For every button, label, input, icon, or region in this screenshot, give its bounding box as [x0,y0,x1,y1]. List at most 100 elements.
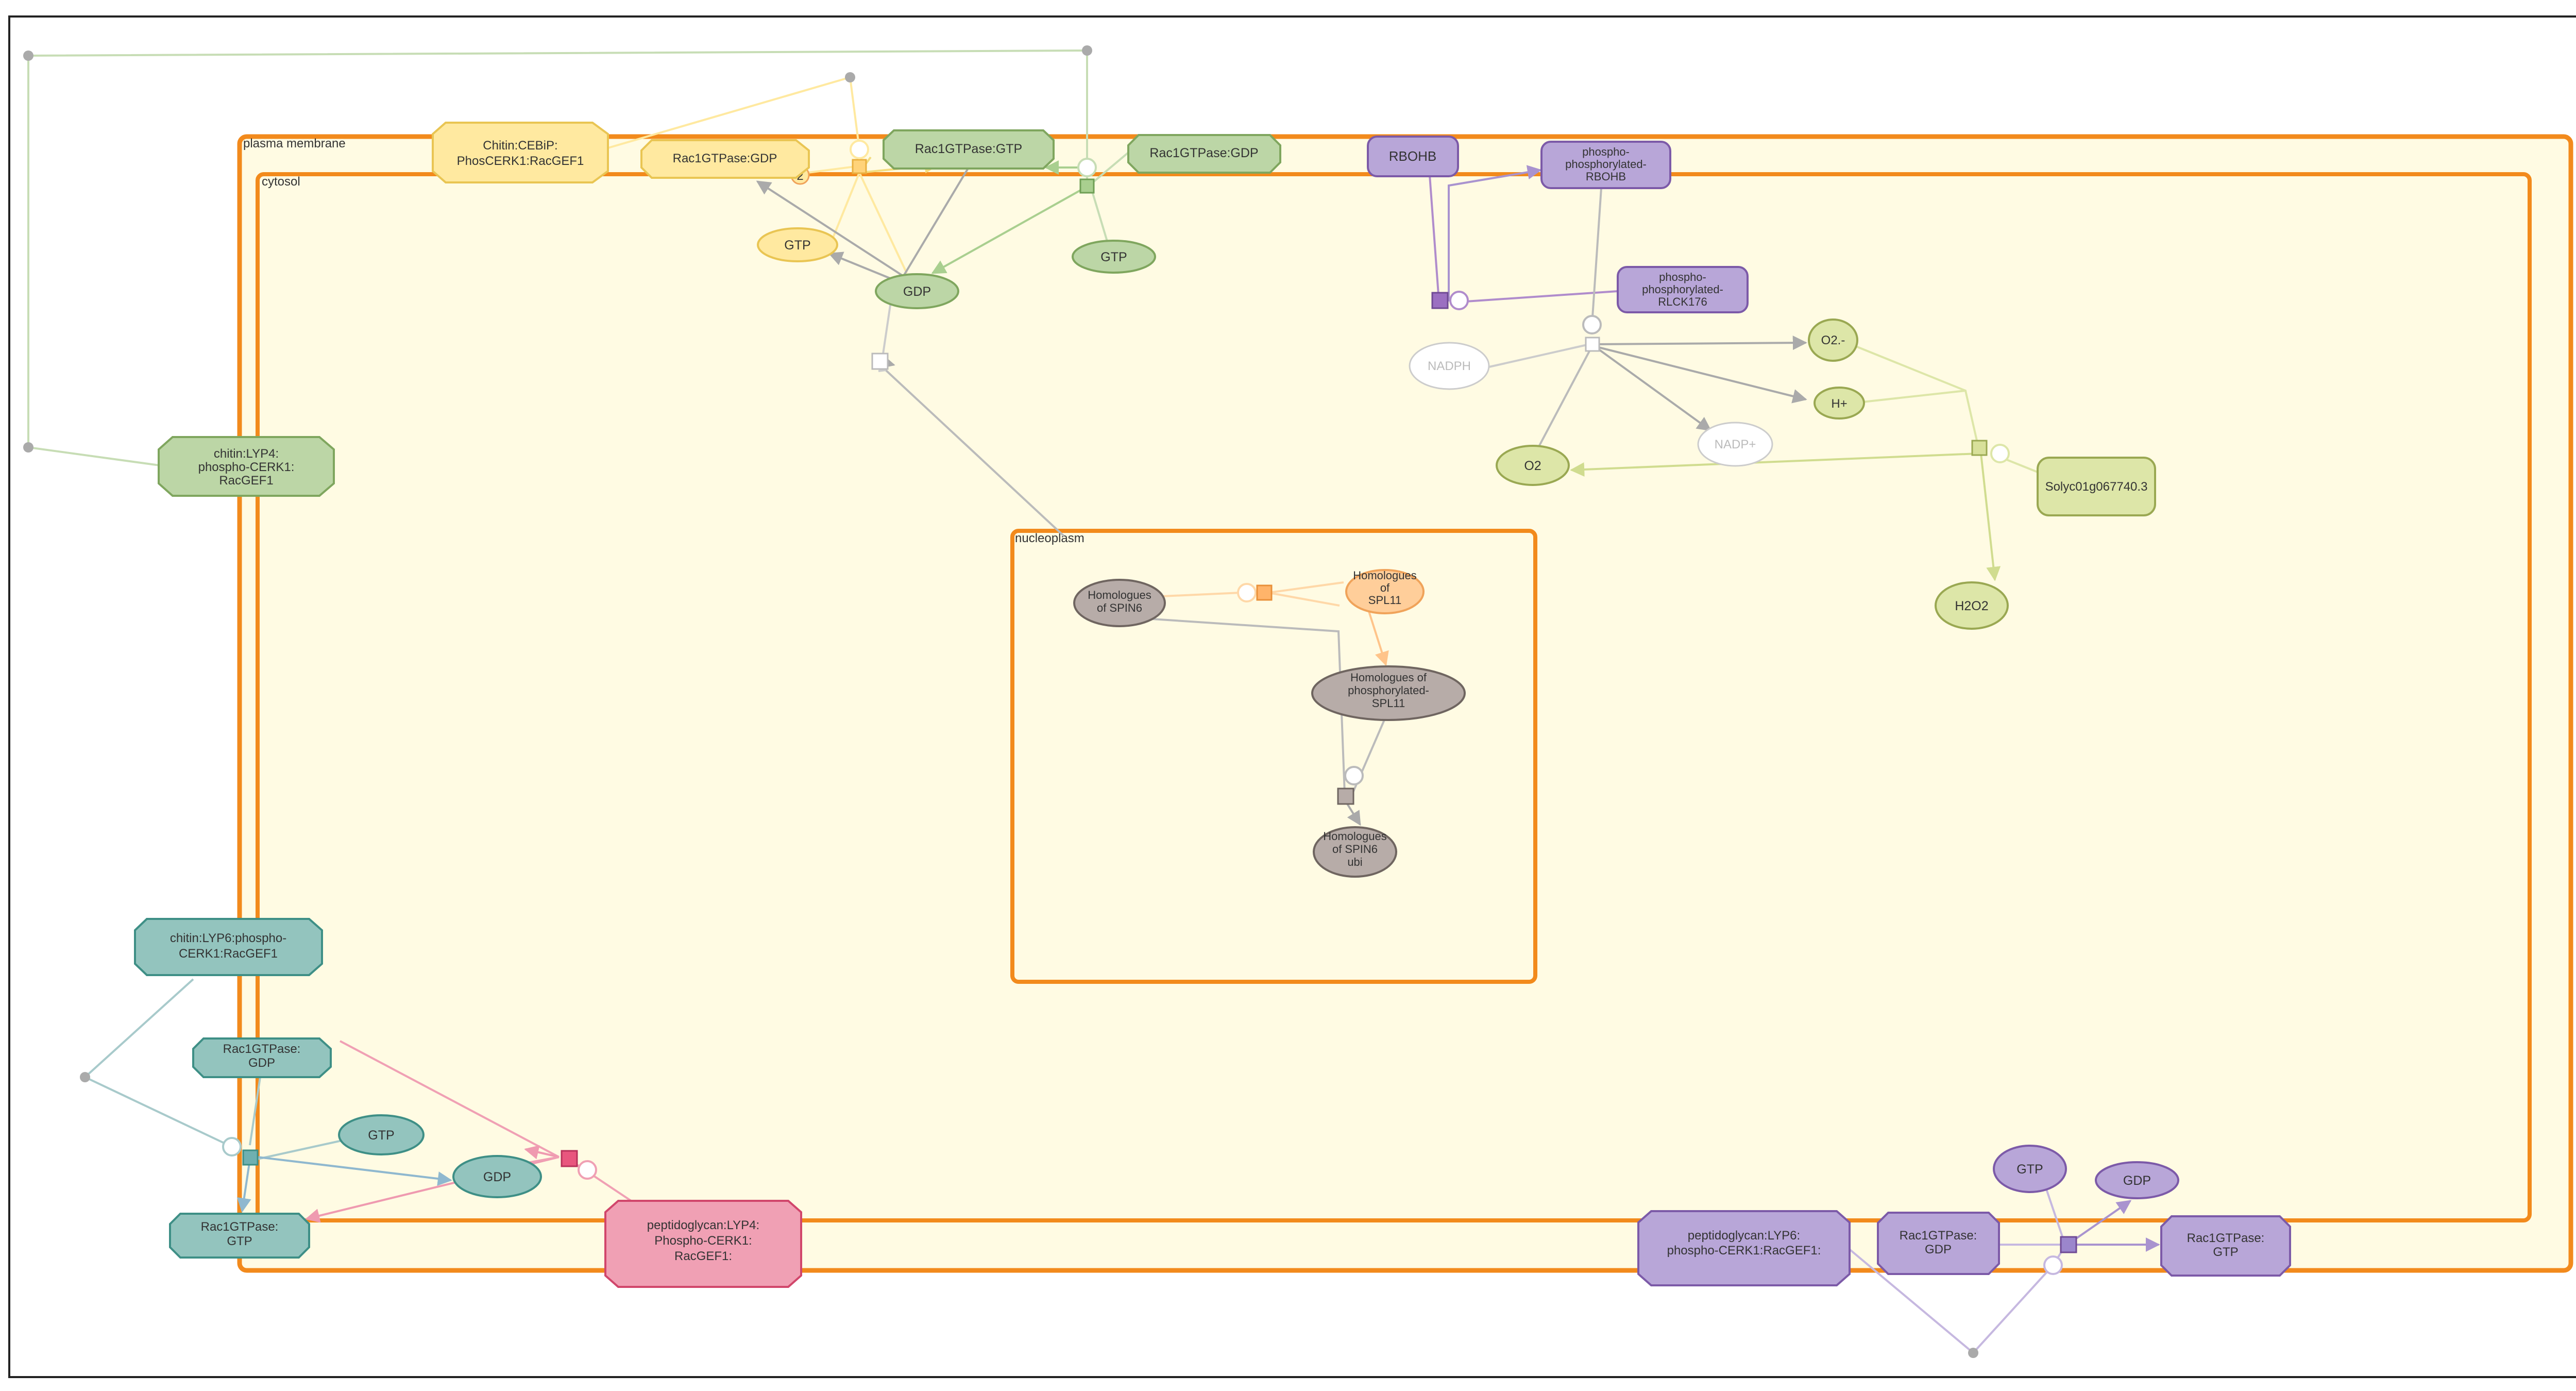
edge-nadph-in [1488,343,1590,368]
edge-racgdp-teal-in [249,1077,261,1146]
process-node[interactable] [1337,787,1354,805]
node-h2o2[interactable]: H2O2 [1935,581,2009,630]
edge-gdp-process-stub [878,369,887,372]
node-rac-gdp-yellow[interactable]: Rac1GTPase:GDP [640,139,810,179]
svg-text:Rac1GTPase:GDP: Rac1GTPase:GDP [1149,146,1258,160]
svg-text:Rac1GTPase:: Rac1GTPase: [223,1042,301,1056]
svg-text:Homologues: Homologues [1323,830,1387,843]
catalysis-node [1344,766,1364,785]
node-o2minus[interactable]: O2.- [1808,319,1858,362]
svg-text:Rac1GTPase:GTP: Rac1GTPase:GTP [915,142,1022,156]
node-gtp-green[interactable]: GTP [1072,240,1156,274]
node-gdp-green[interactable]: GDP [875,273,959,309]
svg-text:of SPIN6: of SPIN6 [1332,843,1378,856]
svg-text:Rac1GTPase:: Rac1GTPase: [1900,1229,1977,1243]
junction-dot [845,72,855,82]
node-chitin-cebip[interactable]: Chitin:CEBiP: PhosCERK1:RacGEF1 [432,122,609,183]
node-gtp-teal[interactable]: GTP [338,1114,425,1155]
process-node[interactable] [1431,292,1449,309]
catalysis-node [222,1137,242,1157]
svg-text:RacGEF1: RacGEF1 [219,474,273,488]
process-node[interactable] [852,159,867,174]
svg-text:Phospho-CERK1:: Phospho-CERK1: [654,1234,752,1248]
node-peptidoglycan-lyp6[interactable]: peptidoglycan:LYP6: phospho-CERK1:RacGEF… [1637,1210,1851,1286]
node-gtp-purple[interactable]: GTP [1993,1145,2067,1193]
edge-spin6-to-ubi [1143,617,1346,794]
svg-text:phospho-CERK1:RacGEF1:: phospho-CERK1:RacGEF1: [1667,1244,1821,1258]
edge-chitin-cebip-yellow [602,76,851,150]
node-chitin-lyp6[interactable]: chitin:LYP6:phospho- CERK1:RacGEF1 [134,918,323,976]
process-node[interactable] [242,1149,259,1166]
node-rac-gdp-purple[interactable]: Rac1GTPase: GDP [1877,1212,2000,1275]
catalysis-node [2043,1255,2063,1275]
svg-text:GTP: GTP [2016,1162,2043,1177]
node-rac-gdp-teal[interactable]: Rac1GTPase: GDP [192,1037,332,1078]
node-rac-gtp-green[interactable]: Rac1GTPase:GTP [883,129,1055,170]
node-phospho-rbohb[interactable]: phospho- phosphorylated- RBOHB [1540,141,1671,189]
svg-text:chitin:LYP4:: chitin:LYP4: [214,447,279,461]
node-gtp-yellow[interactable]: GTP [757,227,838,262]
junction-dot [1968,1348,1978,1358]
edge-spl11-process-out [1268,592,1340,607]
process-node[interactable] [1971,440,1988,456]
edge-racgdp-green-in [1091,152,1129,184]
edge-spin6-to-process [877,362,1065,537]
process-node[interactable] [1079,178,1095,194]
edge-spl11-in [1268,581,1344,594]
node-chitin-lyp4[interactable]: chitin:LYP4: phospho-CERK1: RacGEF1 [158,436,335,497]
node-o2[interactable]: O2 [1496,445,1570,486]
node-gdp-purple[interactable]: GDP [2095,1161,2179,1199]
catalysis-node [1582,315,1602,334]
edge-to-racgtp-teal [236,1159,251,1213]
svg-text:phosphorylated-: phosphorylated- [1348,684,1429,697]
svg-text:GDP: GDP [248,1056,275,1070]
svg-text:SPL11: SPL11 [1368,594,1401,607]
node-spin6[interactable]: Homologues of SPIN6 [1073,579,1166,627]
node-peptidoglycan-lyp4[interactable]: peptidoglycan:LYP4: Phospho-CERK1: RacGE… [604,1200,802,1288]
svg-text:Rac1GTPase:GDP: Rac1GTPase:GDP [673,152,777,165]
edge-to-spin6-ubi [1345,800,1361,826]
edge-pink-to-gdp [524,1145,560,1160]
node-rac-gdp-green[interactable]: Rac1GTPase:GDP [1127,134,1281,174]
process-node[interactable] [2060,1236,2077,1253]
edge-gray-to-gtp [828,252,897,282]
edge-gray-up [900,166,970,282]
node-rbohb[interactable]: RBOHB [1367,136,1459,177]
catalysis-node [1237,583,1257,602]
edge-branch-to-process [84,1076,232,1148]
node-phospho-spl11[interactable]: Homologues of phosphorylated- SPL11 [1311,665,1466,721]
process-node[interactable] [561,1150,578,1167]
process-node[interactable] [1585,337,1600,352]
svg-text:H+: H+ [1831,397,1847,411]
process-node[interactable] [871,353,889,370]
node-spl11[interactable]: Homologues of SPL11 [1345,569,1425,614]
svg-text:RLCK176: RLCK176 [1658,295,1707,308]
edge-phospho-rbohb-down [1591,188,1602,325]
svg-text:RBOHB: RBOHB [1389,148,1436,164]
junction-dot [23,442,33,453]
process-glyphs: 2 [23,45,2077,1358]
node-spin6-ubi[interactable]: Homologues of SPIN6 ubi [1313,826,1397,878]
edge-to-phospho-rbohb [1448,165,1542,301]
svg-text:Rac1GTPase:: Rac1GTPase: [2187,1231,2265,1245]
node-gdp-teal[interactable]: GDP [452,1155,542,1198]
node-rac-gtp-purple[interactable]: Rac1GTPase: GTP [2160,1215,2291,1277]
edge-to-gdp-purple [2070,1200,2132,1243]
node-solyc[interactable]: Solyc01g067740.3 [2037,457,2156,516]
edge-lyp6-purple-down [1846,1246,1974,1354]
edge-to-nadp [1594,345,1712,431]
svg-text:H2O2: H2O2 [1955,599,1988,613]
process-node[interactable] [1256,584,1273,601]
edge-lyp6-to-branch [84,978,194,1078]
edge-to-h2o2 [1980,453,2001,581]
node-hplus[interactable]: H+ [1814,387,1865,420]
node-nadph[interactable]: NADPH [1409,342,1490,390]
node-nadp[interactable]: NADP+ [1697,422,1773,467]
node-rac-gtp-teal[interactable]: Rac1GTPase: GTP [169,1213,310,1259]
svg-text:SPL11: SPL11 [1372,697,1405,710]
catalysis-node [1990,444,2010,463]
node-phospho-rlck176[interactable]: phospho- phosphorylated- RLCK176 [1617,266,1749,313]
edge-yellow-gtp [828,172,860,247]
edge-to-gdp-green [931,186,1088,274]
